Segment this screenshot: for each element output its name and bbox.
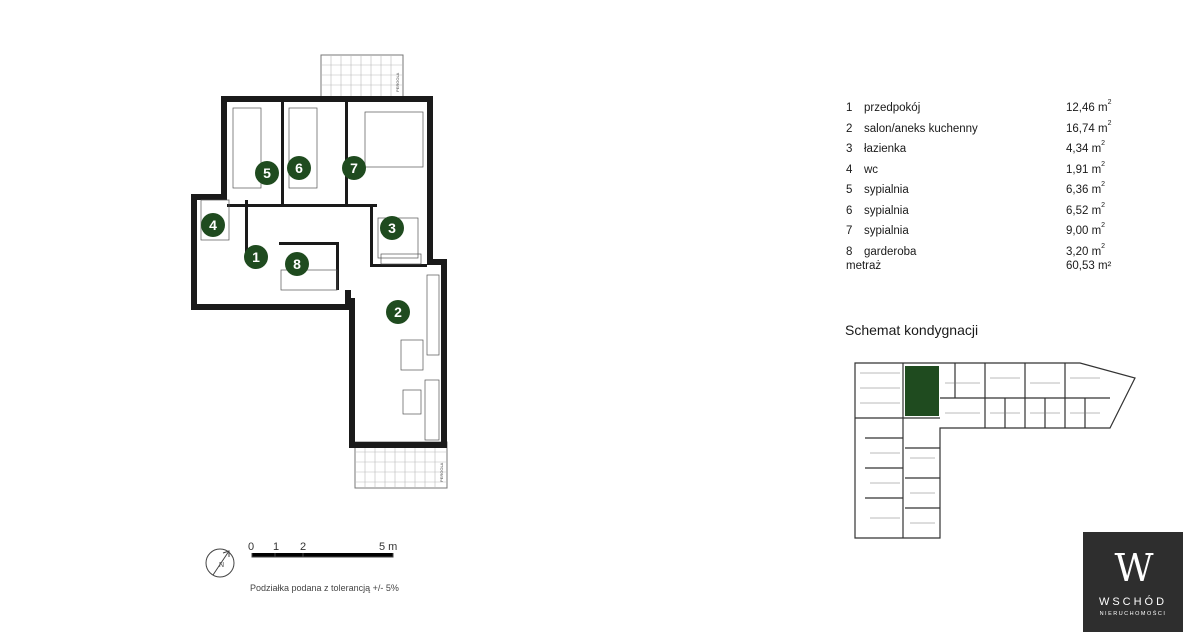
room-area: 6,36 m2 [1066,181,1106,196]
room-row: 8 garderoba 3,20 m2 [846,242,1126,263]
highlighted-apartment [905,366,939,416]
room-area: 9,00 m2 [1066,222,1106,237]
room-row: 3 łazienka 4,34 m2 [846,139,1126,160]
room-area: 12,46 m2 [1066,99,1112,114]
room-name: sypialnia [864,204,909,217]
room-number: 4 [846,163,853,176]
room-area: 16,74 m2 [1066,119,1112,135]
svg-text:PERGOLA: PERGOLA [395,72,400,92]
room-number: 5 [846,184,853,196]
room-number: 3 [846,143,853,155]
room-area: 1,91 m2 [1066,160,1106,176]
bottom-balcony: PERGOLA [354,441,448,489]
floor-schema-drawing [854,362,1136,539]
room-number: 1 [846,102,853,114]
outer-walls [191,96,447,448]
room-number: 6 [846,204,853,217]
room-row: 5 sypialnia 6,36 m2 [846,180,1126,201]
room-area: 3,20 m2 [1066,242,1106,258]
room-name: salon/aneks kuchenny [864,122,978,135]
compass-icon: N [205,548,235,578]
room-marker-7: 7 [342,156,366,180]
room-row: 6 sypialnia 6,52 m2 [846,201,1126,222]
logo-mark: W [1114,546,1153,590]
total-label: metraż [846,260,882,272]
room-row: 1 przedpokój 12,46 m2 [846,98,1126,119]
room-row: 2 salon/aneks kuchenny 16,74 m2 [846,119,1126,140]
interior-walls [227,102,427,290]
scale-tick-2: 2 [300,541,307,553]
furniture [200,107,440,441]
room-marker-3: 3 [380,216,404,240]
room-area: 4,34 m2 [1066,140,1106,155]
room-marker-2: 2 [386,300,410,324]
room-marker-6: 6 [287,156,311,180]
room-marker-8: 8 [285,252,309,276]
logo-subtitle: NIERUCHOMOŚCI [1099,611,1167,617]
room-number: 8 [846,245,853,258]
room-name: łazienka [864,143,907,155]
logo-name: WSCHÓD [1098,596,1168,608]
scale-tick-0: 0 [248,541,255,553]
room-row: 4 wc 1,91 m2 [846,160,1126,181]
room-name: sypialnia [864,184,909,196]
floor-plan: PERGOLA PERGOLA [185,50,465,495]
room-number: 2 [846,122,853,135]
compass-and-scale: N [205,548,394,578]
room-marker-5: 5 [255,161,279,185]
room-marker-1: 1 [244,245,268,269]
room-row: 7 sypialnia 9,00 m2 [846,221,1126,242]
room-area: 6,52 m2 [1066,201,1106,217]
room-name: sypialnia [864,225,909,237]
floor-plan-drawing: PERGOLA PERGOLA [191,54,448,489]
svg-text:N: N [219,562,224,569]
total-area: 60,53 m² [1066,260,1112,272]
scale-tick-1: 1 [273,541,280,553]
floor-schema [845,358,1145,543]
room-area-table: 1 przedpokój 12,46 m2 2 salon/aneks kuchenn… [846,98,1126,274]
svg-text:PERGOLA: PERGOLA [439,462,444,482]
room-marker-4: 4 [201,213,225,237]
room-name: garderoba [864,245,917,258]
scale-bar: N 0 1 2 5 m [195,535,455,605]
room-name: wc [864,163,879,176]
scale-note: Podziałka podana z tolerancją +/- 5% [250,583,399,593]
scale-tick-5: 5 m [379,541,398,553]
company-logo: W WSCHÓD NIERUCHOMOŚCI [1083,532,1183,632]
total-row: metraż 60,53 m² [846,258,1126,274]
scale-ruler [251,553,394,558]
room-name: przedpokój [864,102,921,114]
schema-title: Schemat kondygnacji [845,322,979,338]
top-balcony: PERGOLA [320,54,404,98]
room-number: 7 [846,225,853,237]
